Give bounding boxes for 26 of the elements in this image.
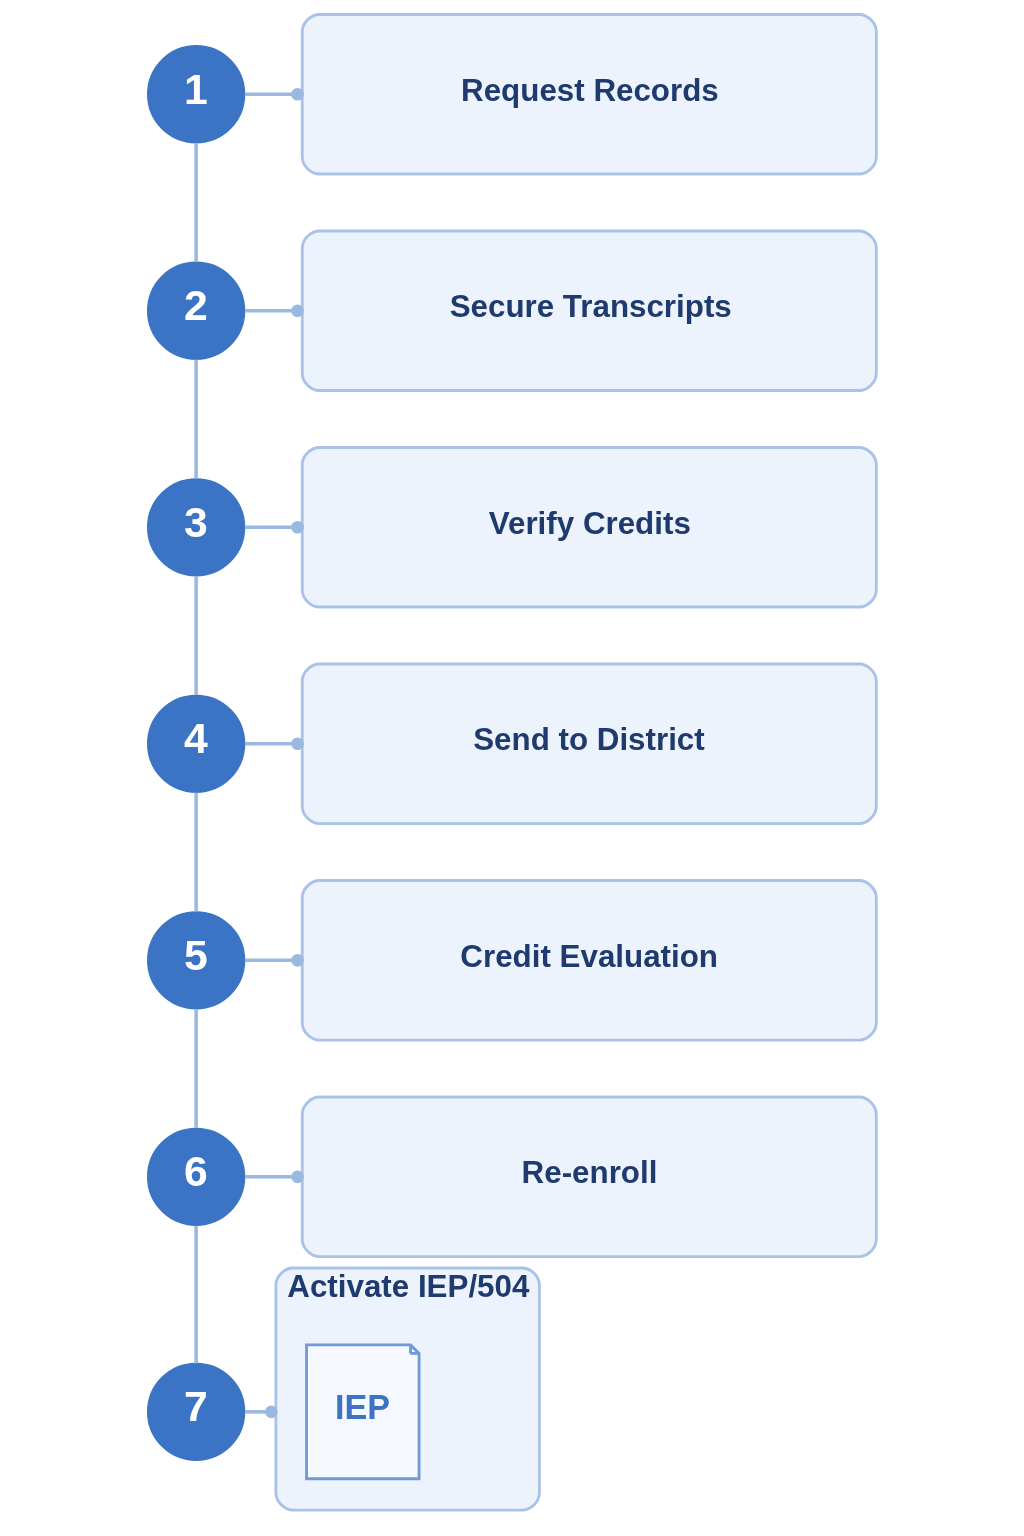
connector	[194, 359, 198, 479]
connector	[244, 1405, 278, 1419]
node-box: Request Records	[300, 13, 878, 176]
connector	[244, 1170, 304, 1184]
connector	[244, 953, 304, 967]
connector	[244, 304, 304, 318]
node-circle: 1	[147, 45, 246, 144]
connector	[244, 87, 304, 101]
node-box: Credit Evaluation	[300, 879, 878, 1042]
connector	[194, 1009, 198, 1129]
connector	[194, 576, 198, 696]
connector	[244, 737, 304, 751]
connector	[244, 520, 304, 534]
connector	[194, 143, 198, 263]
node-circle: 6	[147, 1127, 246, 1226]
connector	[194, 1225, 198, 1364]
node-box: Send to District	[300, 662, 878, 825]
connector	[194, 792, 198, 912]
node-circle: 7	[147, 1362, 246, 1461]
node-circle: 5	[147, 911, 246, 1010]
node-box: Re-enroll	[300, 1095, 878, 1258]
node-circle: 2	[147, 261, 246, 360]
node-circle: 4	[147, 694, 246, 793]
node-box: Secure Transcripts	[300, 229, 878, 392]
node-circle: 3	[147, 478, 246, 577]
node-box: Verify Credits	[300, 446, 878, 609]
